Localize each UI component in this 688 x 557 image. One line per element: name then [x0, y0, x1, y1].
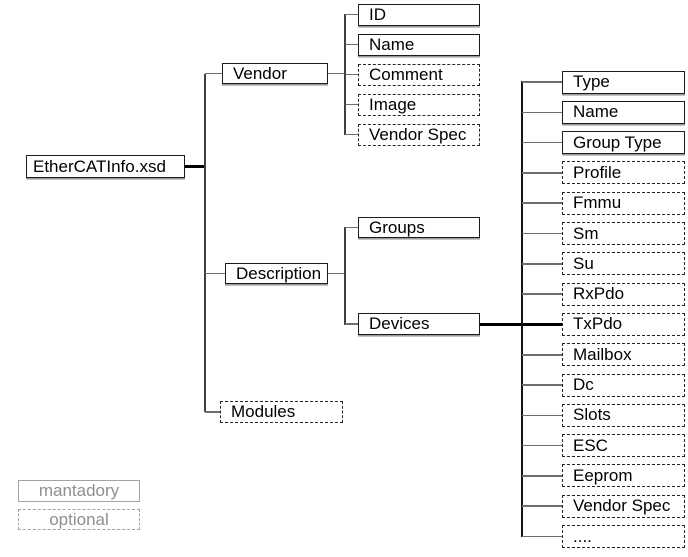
connector-line	[520, 81, 523, 538]
node-devices-mailbox: Mailbox	[562, 343, 685, 367]
node-vendor-vendor-spec: Vendor Spec	[358, 123, 480, 146]
node-vendor-vendor-spec-label: Vendor Spec	[369, 124, 467, 144]
connector-line	[345, 103, 358, 106]
connector-line	[522, 353, 562, 356]
connector-line	[185, 165, 206, 168]
connector-line	[522, 505, 562, 508]
connector-line	[328, 72, 346, 75]
node-devices-fmmu-label: Fmmu	[573, 193, 622, 213]
connector-line	[522, 141, 562, 144]
node-devices-profile-label: Profile	[573, 162, 622, 182]
node-devices-txpdo: TxPdo	[562, 312, 685, 336]
node-devices-vendor-spec: Vendor Spec	[562, 494, 685, 518]
connector-line	[522, 202, 562, 205]
connector-line	[522, 293, 562, 295]
connector-line	[345, 226, 358, 229]
node-devices-dc-label: Dc	[573, 375, 594, 394]
node-devices-esc-label: ESC	[573, 435, 608, 455]
node-vendor-comment-label: Comment	[369, 64, 443, 84]
node-vendor-name-label: Name	[369, 34, 415, 54]
connector-line	[522, 263, 562, 265]
node-root: EtherCATInfo.xsd	[26, 155, 185, 178]
legend-optional-box-label: optional	[49, 509, 109, 529]
node-devices-type-label: Type	[573, 72, 610, 91]
node-devices-eeprom: Eeprom	[562, 464, 685, 488]
connector-line	[345, 43, 358, 46]
node-devices-su: Su	[562, 252, 685, 276]
node-modules: Modules	[220, 401, 343, 423]
connector-line	[522, 172, 562, 174]
legend-mandatory-box-label: mantadory	[38, 481, 120, 500]
node-devices-more-label: ....	[573, 526, 592, 546]
node-devices-profile: Profile	[562, 161, 685, 185]
node-vendor-image-label: Image	[369, 94, 417, 114]
connector-line	[204, 73, 206, 412]
node-devices-name-label: Name	[573, 102, 619, 122]
node-devices-su-label: Su	[573, 253, 594, 273]
node-description-label: Description	[236, 263, 322, 283]
connector-line	[345, 133, 358, 136]
node-devices-label: Devices	[369, 314, 430, 333]
connector-line	[522, 232, 562, 235]
connector-line	[522, 535, 562, 538]
connector-line	[522, 414, 562, 417]
node-devices-eeprom-label: Eeprom	[573, 465, 633, 485]
node-devices-vendor-spec-label: Vendor Spec	[573, 496, 671, 516]
node-devices-rxpdo: RxPdo	[562, 282, 685, 306]
node-vendor-label: Vendor	[233, 63, 287, 83]
legend-mandatory-box: mantadory	[18, 480, 140, 502]
node-vendor-id: ID	[358, 3, 480, 26]
node-devices-rxpdo-label: RxPdo	[573, 284, 625, 304]
node-vendor: Vendor	[222, 63, 328, 84]
connector-line	[205, 411, 220, 413]
node-devices-slots: Slots	[562, 403, 685, 427]
node-vendor-image: Image	[358, 93, 480, 116]
node-devices-txpdo-label: TxPdo	[573, 314, 623, 334]
connector-line	[345, 323, 358, 325]
connector-line	[522, 81, 562, 83]
node-modules-label: Modules	[231, 402, 296, 421]
node-devices-type: Type	[562, 70, 685, 94]
node-description: Description	[225, 263, 328, 284]
connector-line	[344, 226, 346, 325]
connector-line	[345, 73, 358, 76]
node-groups-label: Groups	[369, 217, 425, 237]
node-devices-name: Name	[562, 100, 685, 124]
node-groups: Groups	[358, 217, 480, 238]
connector-line	[328, 272, 346, 275]
node-vendor-comment: Comment	[358, 63, 480, 86]
node-devices-slots-label: Slots	[573, 405, 611, 425]
node-devices-dc: Dc	[562, 373, 685, 397]
node-root-label: EtherCATInfo.xsd	[33, 156, 166, 176]
node-devices-more: ....	[562, 525, 685, 548]
node-devices-esc: ESC	[562, 434, 685, 458]
node-vendor-name: Name	[358, 33, 480, 56]
connector-line	[522, 384, 562, 386]
connector-line	[205, 272, 225, 275]
node-devices-fmmu: Fmmu	[562, 191, 685, 215]
node-devices-group-type: Group Type	[562, 131, 685, 155]
node-devices-sm-label: Sm	[573, 223, 599, 243]
connector-line	[205, 72, 222, 75]
connector-line	[522, 475, 562, 477]
node-devices-group-type-label: Group Type	[573, 132, 662, 152]
node-devices: Devices	[358, 313, 480, 335]
legend-optional-box: optional	[18, 509, 140, 530]
connector-line	[522, 111, 562, 114]
node-devices-sm: Sm	[562, 222, 685, 245]
connector-line	[522, 444, 562, 447]
node-vendor-id-label: ID	[369, 4, 386, 24]
node-devices-mailbox-label: Mailbox	[573, 344, 632, 364]
connector-line	[345, 13, 358, 16]
